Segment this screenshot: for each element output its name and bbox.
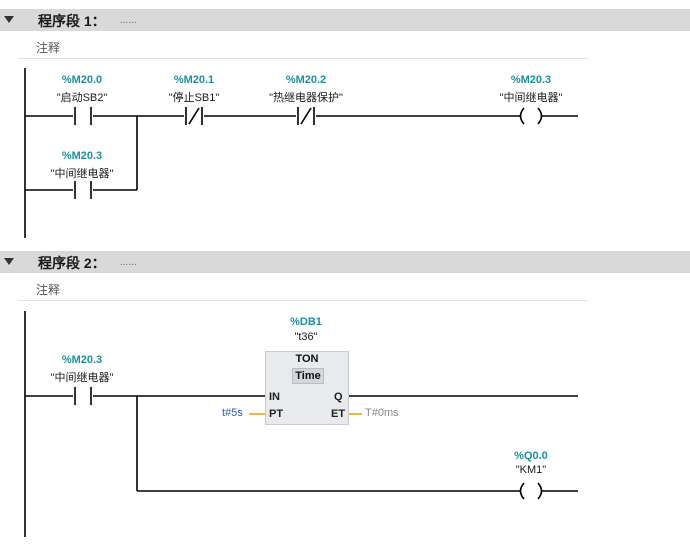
- contact-symbol[interactable]: "启动SB2": [56, 92, 108, 104]
- network-1-header[interactable]: 程序段 1： ......: [0, 9, 690, 31]
- contact-no-icon: [74, 387, 92, 405]
- pin-q: Q: [334, 391, 343, 403]
- network-2-title: 程序段 2：: [38, 255, 106, 271]
- network-2-comment-text: 注释: [36, 283, 61, 297]
- network-2-comment[interactable]: 注释: [18, 278, 588, 301]
- collapse-triangle-icon[interactable]: [4, 258, 14, 265]
- network-2-header[interactable]: 程序段 2： ......: [0, 251, 690, 273]
- contact-no-icon: [74, 107, 92, 125]
- contact-address[interactable]: %M20.3: [61, 150, 103, 162]
- et-value[interactable]: T#0ms: [365, 407, 399, 419]
- network-1-title-dots: ......: [120, 15, 137, 26]
- collapse-triangle-icon[interactable]: [4, 16, 14, 23]
- contact-address[interactable]: %M20.3: [61, 354, 103, 366]
- coil-symbol[interactable]: "中间继电器": [499, 92, 563, 104]
- timer-type: TON: [295, 353, 319, 365]
- network-2-title-dots: ......: [120, 257, 137, 268]
- network-1-title: 程序段 1：: [38, 13, 106, 29]
- pt-value[interactable]: t#5s: [222, 407, 243, 419]
- coil-icon: [519, 482, 543, 500]
- contact-symbol[interactable]: "停止SB1": [168, 92, 220, 104]
- timer-instance-name[interactable]: "t36": [294, 331, 318, 343]
- coil-symbol[interactable]: "KM1": [515, 464, 547, 476]
- contact-nc-icon: [185, 107, 203, 125]
- pin-et: ET: [331, 408, 346, 420]
- contact-address[interactable]: %M20.0: [61, 74, 103, 86]
- network-1-comment-text: 注释: [36, 41, 61, 55]
- pin-pt: PT: [269, 408, 284, 420]
- coil-icon: [519, 107, 543, 125]
- coil-address[interactable]: %Q0.0: [514, 450, 548, 462]
- timer-data-type[interactable]: Time: [292, 368, 324, 384]
- coil-address[interactable]: %M20.3: [510, 74, 552, 86]
- contact-no-icon: [74, 181, 92, 199]
- pin-in: IN: [269, 391, 280, 403]
- contact-symbol[interactable]: "中间继电器": [50, 372, 114, 384]
- contact-nc-icon: [297, 107, 315, 125]
- ton-timer-block[interactable]: TON Time IN PT Q ET: [265, 351, 349, 425]
- contact-address[interactable]: %M20.2: [285, 74, 327, 86]
- network-1-comment[interactable]: 注释: [18, 36, 588, 59]
- contact-symbol[interactable]: "热继电器保护": [269, 92, 343, 104]
- contact-address[interactable]: %M20.1: [173, 74, 215, 86]
- contact-symbol[interactable]: "中间继电器": [50, 168, 114, 180]
- timer-db-address[interactable]: %DB1: [290, 316, 322, 328]
